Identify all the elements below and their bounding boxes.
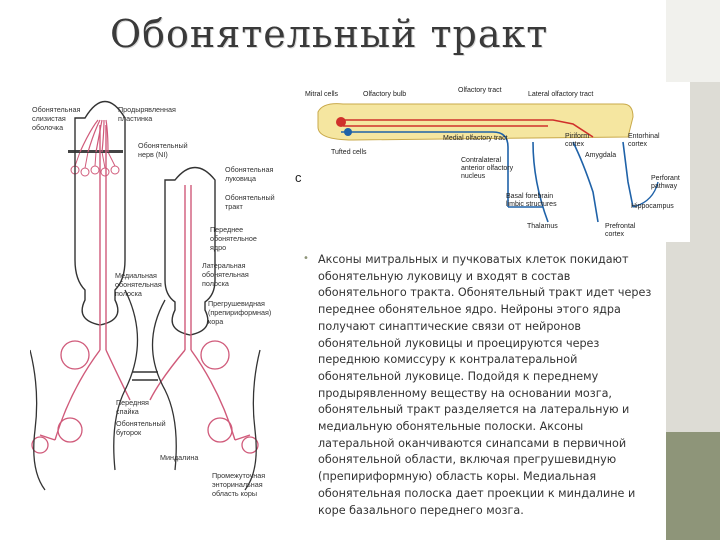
slide-title: Обонятельный тракт (110, 12, 549, 56)
side-strip-top (666, 0, 720, 82)
label-mitral-cells: Mitral cells (305, 91, 339, 98)
olfactory-tract-lines (39, 125, 251, 441)
olfactory-nerve-fibers (79, 119, 109, 153)
label-tufted-cells: Tufted cells (331, 149, 367, 156)
label-olfactory-tract: Olfactory tract (458, 87, 502, 94)
olfactory-projection-schematic: c Mitral cells Olfactory bulb Olfactory … (293, 82, 690, 242)
label-olfactory-bulb: Olfactory bulb (363, 91, 406, 98)
left-olfactory-bulb-outline (74, 101, 126, 326)
tufted-cell-marker (344, 128, 352, 136)
label-hippocampus: Hippocampus (631, 203, 674, 210)
side-strip-bottom (666, 432, 720, 540)
target-structures (31, 340, 259, 454)
right-olfactory-bulb-outline (164, 166, 216, 336)
cortex-outline-right (151, 299, 177, 471)
medial-tract-pathway (341, 131, 634, 223)
cortex-outline-left (113, 289, 139, 471)
label-medial-tract: Medial olfactory tract (443, 135, 508, 142)
label-thalamus: Thalamus (527, 223, 558, 230)
olfactory-mucosa-cells (70, 151, 120, 177)
olfactory-bulb-shape (317, 103, 634, 141)
mitral-cell-marker (336, 117, 346, 127)
lateral-tract-pathway (338, 119, 594, 138)
panel-letter: c (295, 170, 302, 185)
label-lateral-tract: Lateral olfactory tract (528, 91, 593, 98)
label-prepiriform: Прегрушевидная(препириформная)кора (208, 299, 271, 326)
body-paragraph: Аксоны митральных и пучковатых клеток по… (318, 253, 652, 517)
bullet-marker: • (303, 253, 309, 264)
label-amygdala-en: Amygdala (585, 152, 616, 159)
label-amygdala: Миндалина (160, 453, 198, 462)
